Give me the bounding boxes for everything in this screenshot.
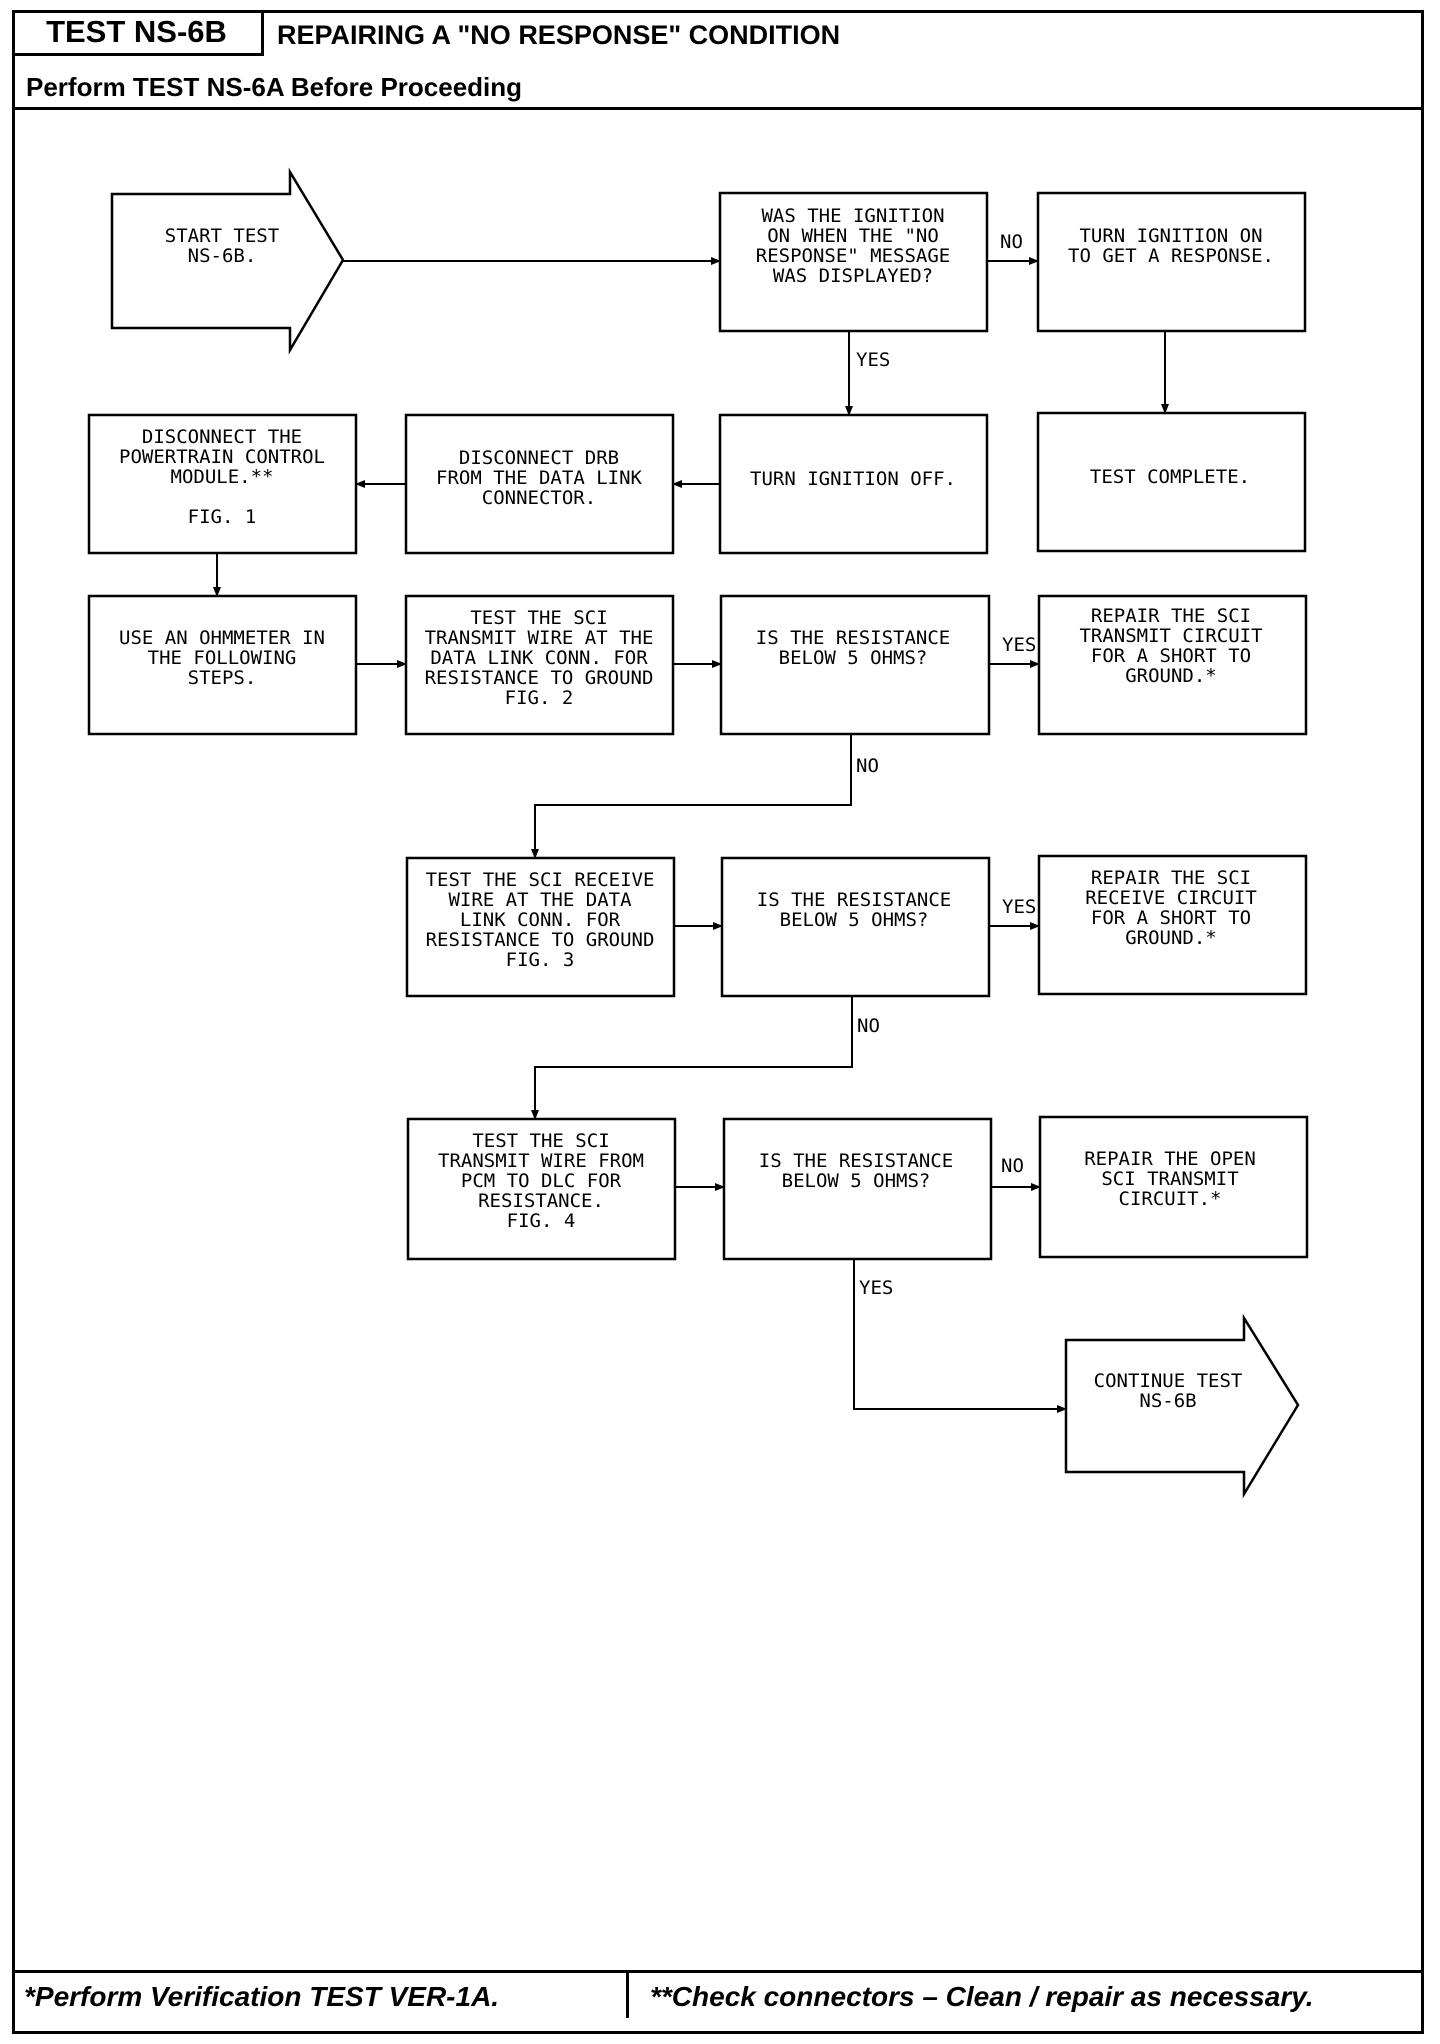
test-page xyxy=(12,10,1424,2034)
page-subtitle: Perform TEST NS-6A Before Proceeding xyxy=(26,72,523,102)
page-title: REPAIRING A "NO RESPONSE" CONDITION xyxy=(277,20,841,50)
box-test-transmit-pcm xyxy=(406,1117,677,1261)
label-yes-res-1: YES xyxy=(1002,634,1036,656)
conn-q2-receive xyxy=(531,734,852,859)
conn-q3-pcmtest xyxy=(531,996,853,1120)
label-no-res-2: NO xyxy=(857,1015,880,1037)
turn-off-text: TURN IGNITION OFF. xyxy=(750,468,956,490)
label-yes-res-2: YES xyxy=(1002,896,1036,918)
box-test-complete xyxy=(1036,411,1307,553)
conn-q4-continue xyxy=(853,1259,1067,1413)
label-yes-res-3: YES xyxy=(859,1277,893,1299)
label-yes-ignition: YES xyxy=(856,349,890,371)
footer-note-left: *Perform Verification TEST VER-1A. xyxy=(24,1981,500,2012)
start-arrow-shape xyxy=(110,167,345,355)
test-complete-text: TEST COMPLETE. xyxy=(1090,466,1250,488)
footer-divider xyxy=(626,1970,629,2018)
footer-bar xyxy=(12,1970,1424,2018)
test-id: TEST NS-6B xyxy=(12,10,264,56)
label-no-res-3: NO xyxy=(1001,1155,1024,1177)
subtitle-row xyxy=(12,56,1424,110)
label-no-ignition: NO xyxy=(1000,231,1023,253)
label-no-res-1: NO xyxy=(856,755,879,777)
continue-arrow-shape xyxy=(1064,1313,1300,1499)
footer-note-right: **Check connectors – Clean / repair as n… xyxy=(650,1981,1314,2012)
